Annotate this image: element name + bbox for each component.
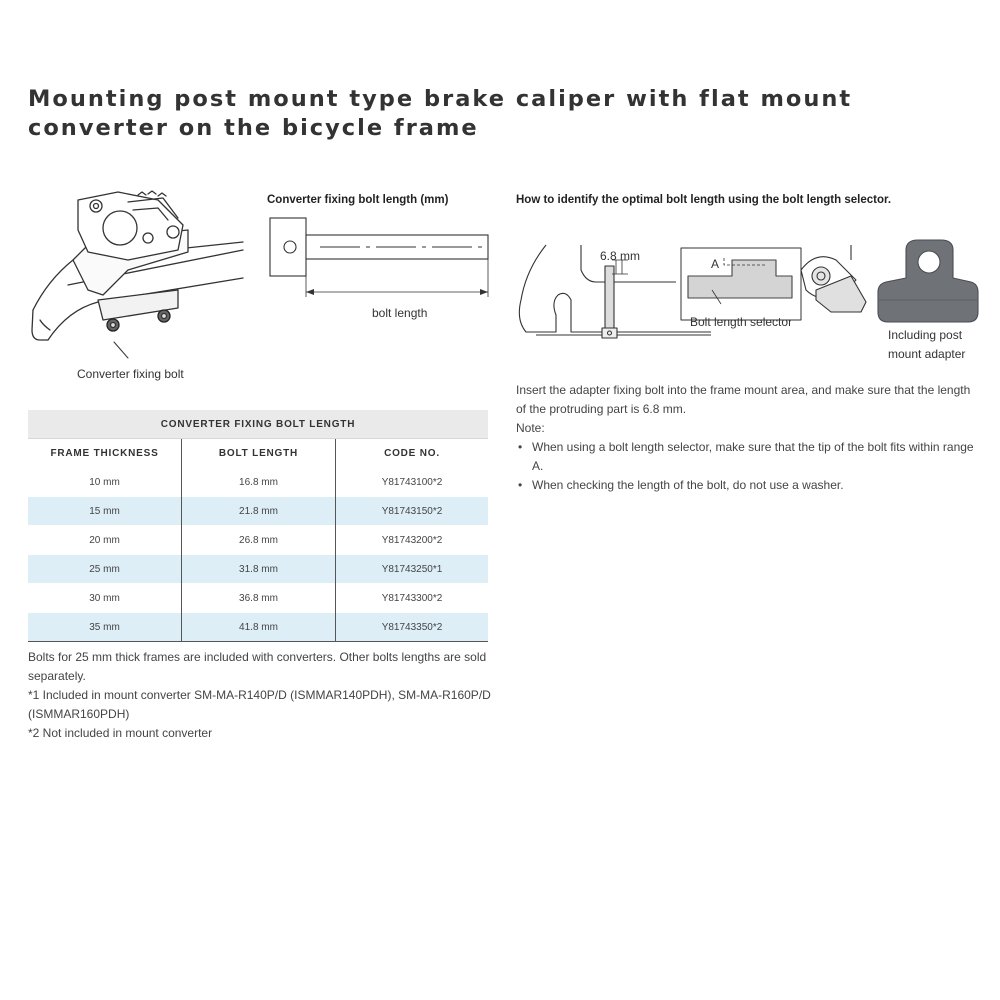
column-header-code-no: CODE NO. [335,438,488,468]
cell-code-no: Y81743200*2 [335,525,488,555]
column-header-frame-thickness: FRAME THICKNESS [28,438,182,468]
table-row: 20 mm 26.8 mm Y81743200*2 [28,525,488,555]
range-a-label: A [711,257,720,271]
page-title: Mounting post mount type brake caliper w… [28,86,853,141]
bolt-length-diagram [269,217,489,297]
caliper-illustration [31,190,244,359]
cell-bolt-length: 31.8 mm [181,554,336,584]
cell-frame-thickness: 15 mm [28,496,182,526]
table-row: 10 mm 16.8 mm Y81743100*2 [28,467,488,497]
adapter-label-line1: Including post [888,328,963,342]
table-notes: Bolts for 25 mm thick frames are include… [28,648,493,743]
note-included-bolts: Bolts for 25 mm thick frames are include… [28,650,487,683]
list-item: When checking the length of the bolt, do… [516,476,976,495]
note-footnote-2: *2 Not included in mount converter [28,726,213,740]
bolt-length-label: bolt length [372,306,428,320]
measurement-label: 6.8 mm [600,249,641,263]
cell-bolt-length: 21.8 mm [181,496,336,526]
bolt-length-table: CONVERTER FIXING BOLT LENGTH FRAME THICK… [28,410,488,642]
selector-label: Bolt length selector [690,315,793,329]
instruction-text: Insert the adapter fixing bolt into the … [516,383,971,416]
cell-code-no: Y81743150*2 [335,496,488,526]
cell-frame-thickness: 25 mm [28,554,182,584]
cell-frame-thickness: 35 mm [28,612,182,642]
selector-figure-heading: How to identify the optimal bolt length … [516,194,892,206]
table-row: 35 mm 41.8 mm Y81743350*2 [28,612,488,642]
cell-bolt-length: 36.8 mm [181,583,336,613]
column-header-bolt-length: BOLT LENGTH [181,438,336,468]
adapter-label-line2: mount adapter [888,347,966,361]
cell-frame-thickness: 10 mm [28,467,182,497]
cell-code-no: Y81743100*2 [335,467,488,497]
cell-bolt-length: 16.8 mm [181,467,336,497]
selector-instructions: Insert the adapter fixing bolt into the … [516,381,976,495]
cell-bolt-length: 41.8 mm [181,612,336,642]
cell-code-no: Y81743250*1 [335,554,488,584]
table-row: 25 mm 31.8 mm Y81743250*1 [28,554,488,584]
cell-bolt-length: 26.8 mm [181,525,336,555]
table-caption: CONVERTER FIXING BOLT LENGTH [28,410,488,439]
caliper-caption: Converter fixing bolt [77,367,184,381]
selector-diagram [518,239,979,339]
list-item: When using a bolt length selector, make … [516,438,976,476]
cell-frame-thickness: 20 mm [28,525,182,555]
bolt-figure-heading: Converter fixing bolt length (mm) [267,194,449,206]
note-label: Note: [516,421,545,435]
note-footnote-1: *1 Included in mount converter SM-MA-R14… [28,688,491,721]
table-row: 30 mm 36.8 mm Y81743300*2 [28,583,488,613]
table-row: 15 mm 21.8 mm Y81743150*2 [28,496,488,526]
cell-code-no: Y81743300*2 [335,583,488,613]
note-list: When using a bolt length selector, make … [516,438,976,495]
cell-code-no: Y81743350*2 [335,612,488,642]
cell-frame-thickness: 30 mm [28,583,182,613]
